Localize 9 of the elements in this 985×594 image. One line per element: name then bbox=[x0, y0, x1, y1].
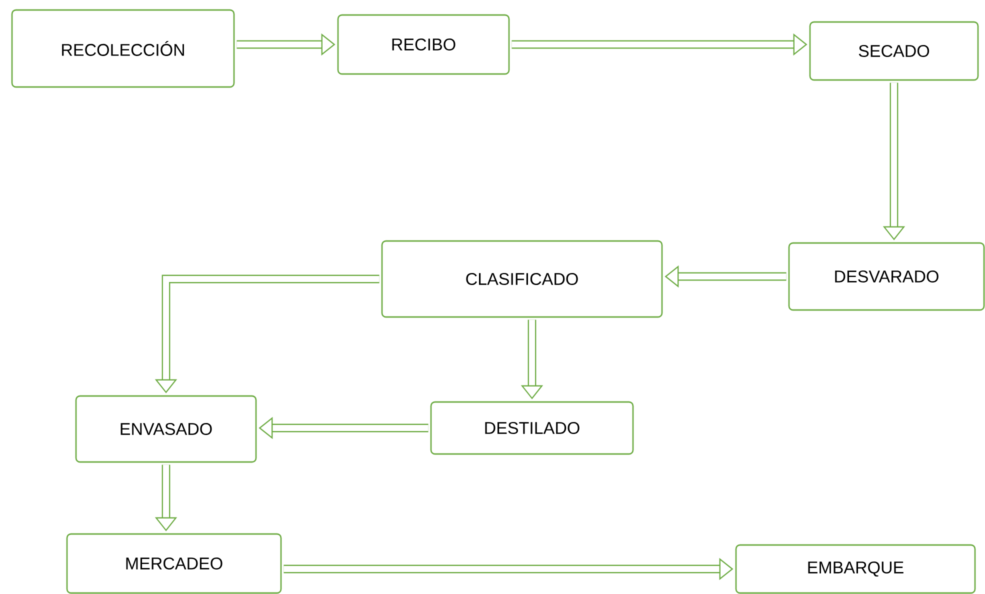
process-box: RECIBO bbox=[337, 14, 510, 75]
process-box: ENVASADO bbox=[75, 395, 257, 463]
process-box: EMBARQUE bbox=[735, 544, 976, 594]
process-box: RECOLECCIÓN bbox=[11, 9, 235, 88]
process-box: SECADO bbox=[809, 21, 979, 81]
process-box: DESVARADO bbox=[788, 242, 985, 311]
process-box: DESTILADO bbox=[430, 401, 634, 455]
process-box: MERCADEO bbox=[66, 533, 282, 594]
process-box: CLASIFICADO bbox=[381, 240, 663, 318]
